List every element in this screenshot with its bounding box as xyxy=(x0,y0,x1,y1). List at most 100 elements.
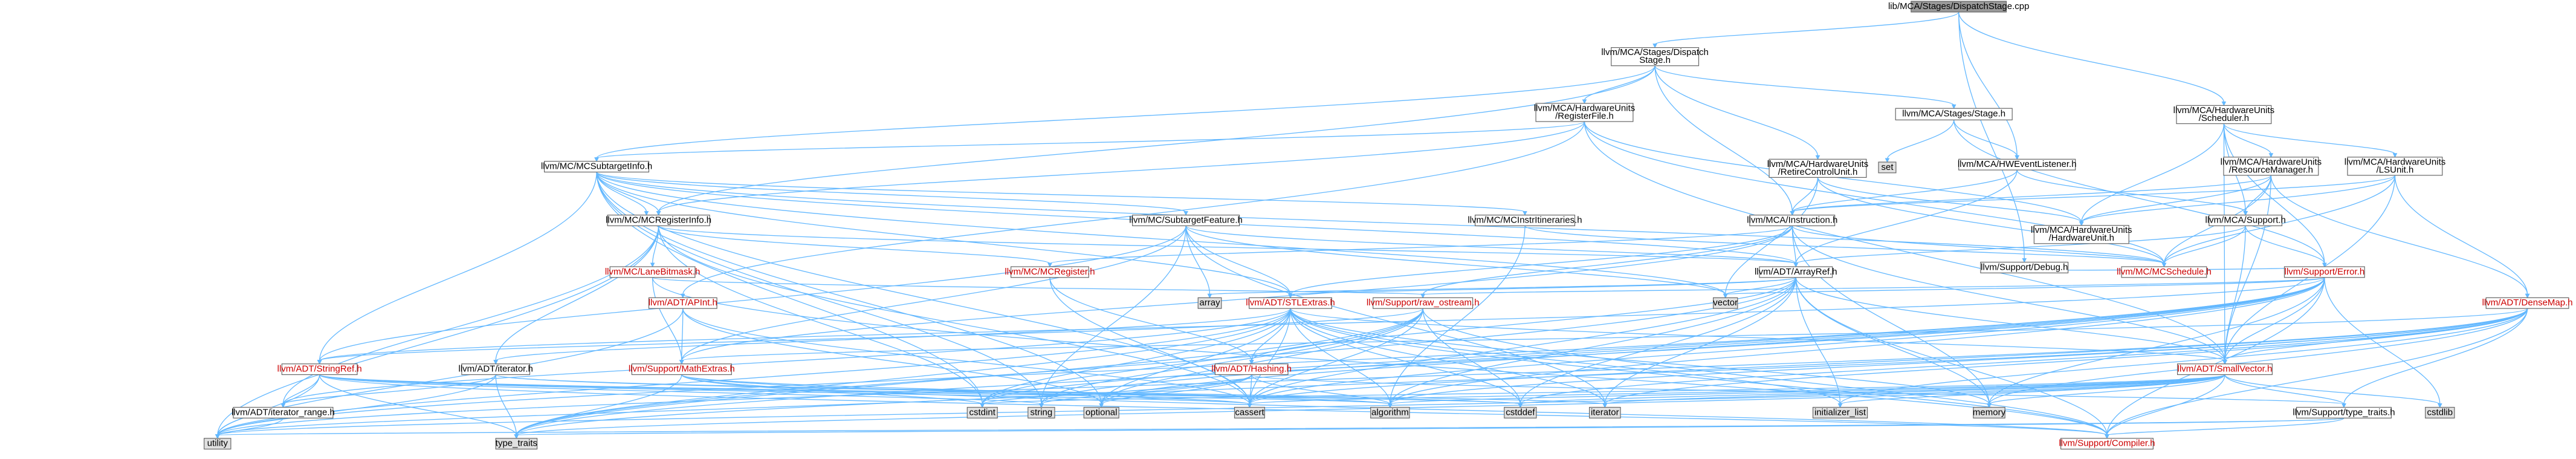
node-root[interactable]: lib/MCA/Stages/DispatchStage.cpp xyxy=(1888,1,2029,13)
node-support-h[interactable]: llvm/MCA/Support.h xyxy=(2205,215,2286,227)
node-subtargetfeature-h[interactable]: llvm/MC/SubtargetFeature.h xyxy=(1129,215,1243,227)
node-compiler-h[interactable]: llvm/Support/Compiler.h xyxy=(2059,438,2155,450)
node-label: cstdlib xyxy=(2427,407,2453,417)
node-hashing-h[interactable]: llvm/ADT/Hashing.h xyxy=(1211,363,1292,376)
node-box xyxy=(495,438,538,450)
node-label: Stage.h xyxy=(1639,55,1671,65)
node-label: /RegisterFile.h xyxy=(1555,111,1614,122)
node-lsunit-h[interactable]: llvm/MCA/HardwareUnits/LSUnit.h xyxy=(2345,157,2446,176)
edge-dispatch-h-to-registerfile-h xyxy=(1582,65,1655,105)
edge-smallvector-h-to-cstdint xyxy=(980,374,2225,408)
node-label: llvm/Support/Debug.h xyxy=(1981,262,2068,272)
node-smallvector-h[interactable]: llvm/ADT/SmallVector.h xyxy=(2177,363,2273,376)
node-box xyxy=(1370,406,1410,418)
node-subtargetinfo-h[interactable]: llvm/MC/MCSubtargetInfo.h xyxy=(541,161,652,173)
node-label: algorithm xyxy=(1371,407,1409,417)
node-instruction-h[interactable]: llvm/MCA/Instruction.h xyxy=(1747,215,1837,227)
edge-supporterror-h-to-raw-ostream-h xyxy=(1420,277,2325,299)
node-iterator: iterator xyxy=(1589,406,1621,418)
node-optional: optional xyxy=(1083,406,1119,418)
edge-subtargetfeature-h-to-vector xyxy=(1185,226,1728,299)
node-label: /RetireControlUnit.h xyxy=(1778,167,1858,177)
node-label: llvm/MC/SubtargetFeature.h xyxy=(1129,215,1243,226)
node-iterator-h[interactable]: llvm/ADT/iterator.h xyxy=(459,363,533,376)
node-box xyxy=(2177,363,2273,376)
node-stage-h[interactable]: llvm/MCA/Stages/Stage.h xyxy=(1895,108,2013,120)
edge-apint-h-to-mathextras-h xyxy=(679,308,684,365)
node-supporterror-h[interactable]: llvm/Support/Error.h xyxy=(2283,266,2365,278)
node-apint-h[interactable]: llvm/ADT/APInt.h xyxy=(649,297,717,309)
node-box xyxy=(2485,297,2569,309)
node-label: cassert xyxy=(1235,407,1264,417)
node-label: llvm/MCA/Stages/Stage.h xyxy=(1902,109,2005,119)
node-iterator-range-h[interactable]: llvm/ADT/iterator_range.h xyxy=(231,406,335,418)
node-mathextras-h[interactable]: llvm/Support/MathExtras.h xyxy=(629,363,735,376)
edge-stlextras-h-to-smallvector-h xyxy=(1290,308,2227,365)
node-set: set xyxy=(1878,161,1897,174)
edge-hashing-h-to-string xyxy=(1039,374,1252,408)
node-label: llvm/ADT/DenseMap.h xyxy=(2482,298,2573,308)
node-instritineraries-h[interactable]: llvm/MC/MCInstrItineraries.h xyxy=(1468,215,1582,227)
node-dispatch-h[interactable]: llvm/MCA/Stages/DispatchStage.h xyxy=(1601,47,1709,67)
node-mcregister-h[interactable]: llvm/MC/MCRegister.h xyxy=(1005,266,1095,278)
edge-hashing-h-to-optional xyxy=(1099,374,1252,408)
edge-subtargetinfo-h-to-stringref-h xyxy=(317,172,597,365)
nodes-layer: lib/MCA/Stages/DispatchStage.cpp llvm/MCA… xyxy=(204,1,2573,450)
node-label: llvm/MC/LaneBitmask.h xyxy=(605,267,701,277)
node-registerfile-h[interactable]: llvm/MCA/HardwareUnits/RegisterFile.h xyxy=(1534,103,1636,122)
node-label: /Scheduler.h xyxy=(2199,113,2249,123)
node-box xyxy=(1535,103,1634,122)
edge-arrayref-h-to-iterator xyxy=(1602,277,1796,408)
edge-smallvector-h-to-memory xyxy=(1987,374,2225,408)
node-raw-ostream-h[interactable]: llvm/Support/raw_ostream.h xyxy=(1367,297,1480,309)
node-array: array xyxy=(1197,297,1222,309)
node-cstdint: cstdint xyxy=(966,406,998,418)
node-hweventlistener-h[interactable]: llvm/MCA/HWEventListener.h xyxy=(1958,158,2077,171)
node-hardwareunit-h[interactable]: llvm/MCA/HardwareUnits/HardwareUnit.h xyxy=(2031,225,2132,244)
node-box xyxy=(1958,158,2076,171)
node-mcschedule-h[interactable]: llvm/MC/MCSchedule.h xyxy=(2117,266,2212,278)
edge-support-h-to-mcschedule-h xyxy=(2161,226,2246,268)
node-box xyxy=(1249,297,1332,309)
edge-type-traits-h-to-compiler-h xyxy=(2105,417,2345,439)
node-arrayref-h[interactable]: llvm/ADT/ArrayRef.h xyxy=(1755,266,1837,278)
node-label: llvm/MCA/Instruction.h xyxy=(1747,215,1837,226)
node-label: memory xyxy=(1973,407,2006,417)
node-label: string xyxy=(1031,407,1053,417)
node-stringref-h[interactable]: llvm/ADT/StringRef.h xyxy=(277,363,362,376)
node-lanebitmask-h[interactable]: llvm/MC/LaneBitmask.h xyxy=(605,266,701,278)
node-box xyxy=(2425,406,2455,418)
node-box xyxy=(2296,406,2392,418)
node-box xyxy=(1083,406,1119,418)
node-retirecontrol-h[interactable]: llvm/MCA/HardwareUnits/RetireControlUnit… xyxy=(1767,158,1869,178)
node-box xyxy=(1234,406,1266,418)
node-registerinfo-h[interactable]: llvm/MC/MCRegisterInfo.h xyxy=(606,215,711,227)
edge-instruction-h-to-mcschedule-h xyxy=(1791,225,2167,268)
node-label: llvm/Support/Error.h xyxy=(2285,267,2365,277)
node-box xyxy=(2176,105,2272,125)
node-resourcemanager-h[interactable]: llvm/MCA/HardwareUnits/ResourceManager.h xyxy=(2221,157,2322,176)
node-label: llvm/MC/MCInstrItineraries.h xyxy=(1468,215,1582,226)
node-densemap-h[interactable]: llvm/ADT/DenseMap.h xyxy=(2482,297,2573,309)
node-cstddef: cstddef xyxy=(1504,406,1537,418)
edge-arrayref-h-to-smallvector-h xyxy=(1795,277,2227,365)
node-box xyxy=(204,438,231,450)
node-stlextras-h[interactable]: llvm/ADT/STLExtras.h xyxy=(1246,297,1335,309)
node-label: llvm/ADT/SmallVector.h xyxy=(2178,364,2273,374)
edge-subtargetinfo-h-to-instritineraries-h xyxy=(596,171,1527,216)
node-box xyxy=(1973,406,2005,418)
node-debug-h[interactable]: llvm/Support/Debug.h xyxy=(1980,261,2069,273)
node-box xyxy=(1197,297,1222,309)
edge-smallvector-h-to-iterator xyxy=(1602,374,2225,408)
node-type-traits-h[interactable]: llvm/Support/type_traits.h xyxy=(2293,406,2395,418)
node-label: llvm/MCA/HardwareUnits xyxy=(2221,157,2322,167)
edge-stage-h-to-hweventlistener-h xyxy=(1953,120,2020,160)
node-utility: utility xyxy=(204,438,231,450)
node-scheduler-h[interactable]: llvm/MCA/HardwareUnits/Scheduler.h xyxy=(2173,105,2275,125)
edge-type-traits-h-to-type-traits xyxy=(514,417,2345,439)
edge-root-to-dispatch-h xyxy=(1652,11,1960,48)
edge-scheduler-h-to-resourcemanager-h xyxy=(2223,123,2274,158)
edge-instruction-h-to-smallvector-h xyxy=(1791,226,2227,365)
edge-lsunit-h-to-hardwareunit-h xyxy=(2079,175,2396,226)
node-box xyxy=(1214,363,1289,376)
